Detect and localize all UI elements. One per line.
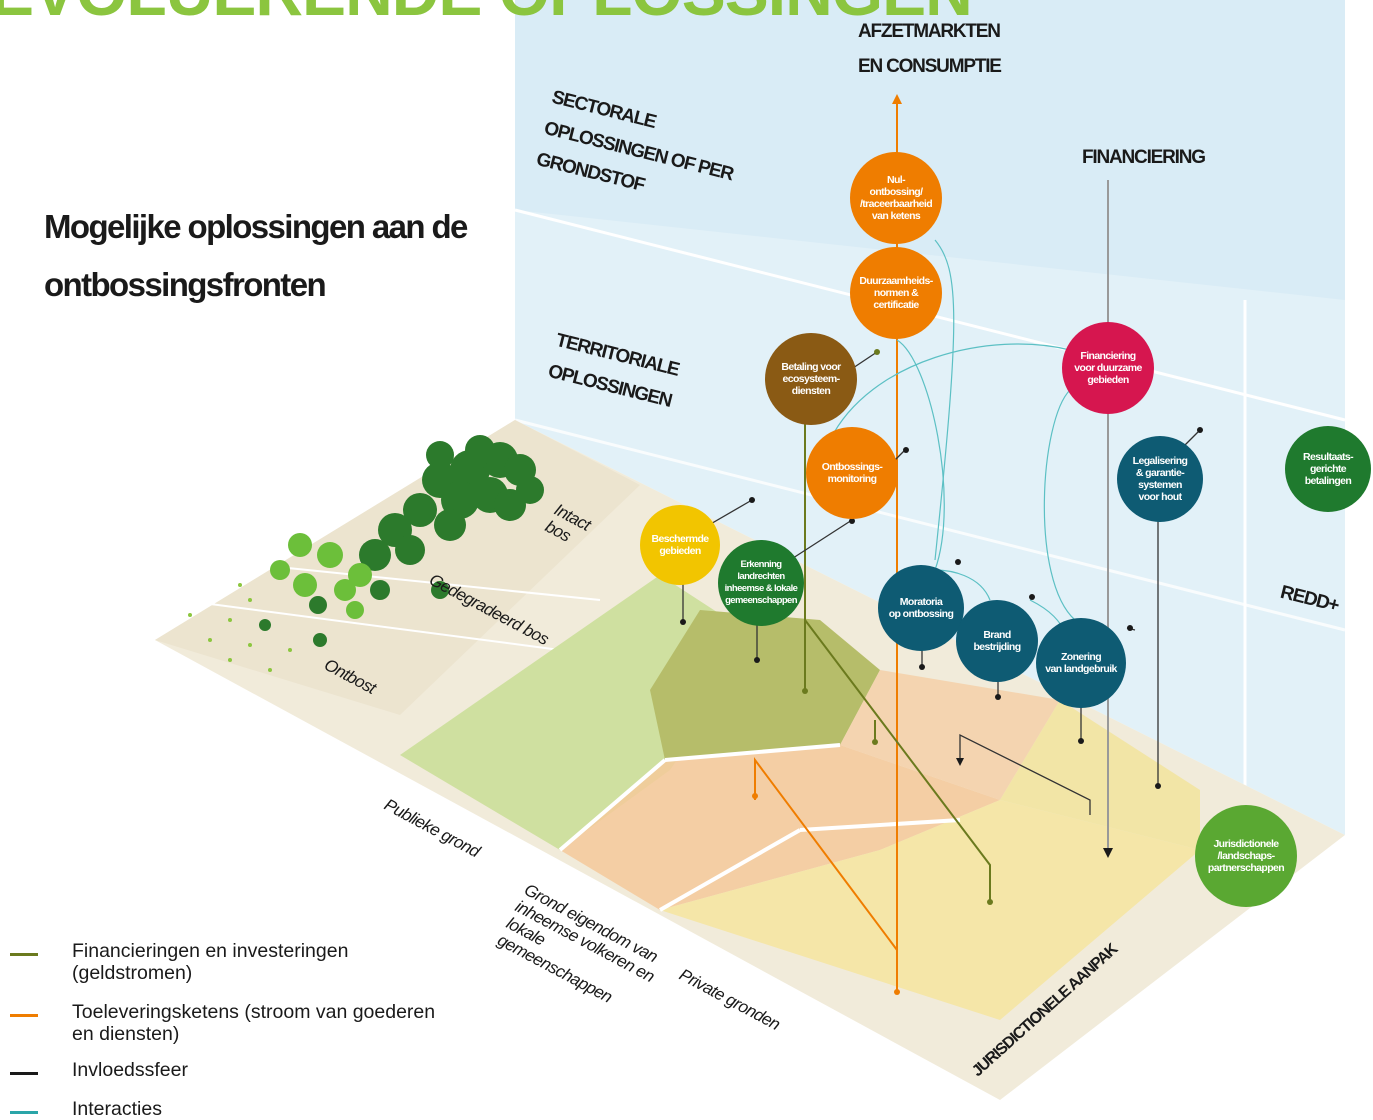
zone-private-upper [1000, 700, 1200, 850]
circle-nul-ontbossing: Nul- ontbossing/ /traceerbaarheid van ke… [850, 152, 942, 244]
influence-lines [682, 351, 1201, 815]
header-afzetmarkten: AFZETMARKTEN EN CONSUMPTIE [858, 21, 1002, 78]
zone-indigenous-outer [560, 745, 1000, 910]
influence-dots [680, 349, 1203, 995]
trees-deforested-dots [188, 583, 292, 672]
legend-label: Toeleveringsketens (stroom van goederen … [72, 1001, 436, 1045]
circle-erkenning-landrechten: Erkenning landrechten inheemse & lokale … [718, 540, 804, 626]
circle-zonering: Zonering van landgebruik [1036, 618, 1126, 708]
legend-swatch-teal [10, 1111, 38, 1114]
boundary-line-1 [558, 758, 667, 852]
flow-olive-2 [804, 619, 991, 900]
circle-ontbossingsmonitoring: Ontbossings- monitoring [806, 427, 898, 519]
circle-legalisering-hout: Legalisering & garantie- systemen voor h… [1117, 436, 1203, 522]
flow-orange-1 [754, 756, 898, 951]
circle-brandbestrijding: Brand bestrijding [956, 600, 1038, 682]
wall-divider-2 [514, 418, 1346, 632]
boundary-line-4 [799, 818, 961, 832]
trees-intact-forest [359, 435, 544, 571]
legend-swatch-black [10, 1072, 38, 1075]
zone-private-land [660, 800, 1200, 1020]
trees-degraded-dark [259, 580, 449, 647]
back-wall-upper-band [515, 0, 1345, 300]
circle-jurisdictionele-partnerschappen: Jurisdictionele /landschaps- partnerscha… [1195, 805, 1297, 907]
circle-beschermde-gebieden: Beschermde gebieden [640, 505, 720, 585]
header-financiering: FINANCIERING [1082, 147, 1206, 168]
boundary-line-2 [664, 743, 841, 762]
legend-swatch-olive [10, 953, 38, 956]
legend-label: Interacties [72, 1098, 162, 1120]
boundary-line-3 [659, 828, 801, 912]
legend-swatch-orange [10, 1014, 38, 1017]
circle-financiering-duurzame: Financiering voor duurzame gebieden [1062, 322, 1154, 414]
influence-arrowhead [956, 758, 964, 766]
legend-label: Financieringen en investeringen (geldstr… [72, 940, 349, 984]
circle-betaling-ecosysteem: Betaling voor ecosysteem- diensten [765, 333, 857, 425]
trees-degraded-forest [270, 533, 372, 619]
zone-orange-upper [840, 670, 1060, 800]
axis-afzetmarkten-arrow [892, 94, 902, 104]
axis-financiering-arrow [1103, 848, 1113, 858]
page-title: EVOLUERENDE OPLOSSINGEN [0, 0, 973, 30]
forest-band-line-1 [179, 599, 561, 651]
zone-indigenous-land [650, 610, 880, 760]
legend-label: Invloedssfeer [72, 1059, 188, 1081]
circle-resultaatsgerichte: Resultaats- gerichte betalingen [1285, 426, 1371, 512]
circle-duurzaamheidsnormen: Duurzaamheids- normen & certificatie [850, 247, 942, 339]
circle-moratoria: Moratoria op ontbossing [878, 565, 964, 651]
subtitle: Mogelijke oplossingen aan de ontbossings… [44, 208, 468, 303]
zone-public-land [400, 575, 760, 850]
